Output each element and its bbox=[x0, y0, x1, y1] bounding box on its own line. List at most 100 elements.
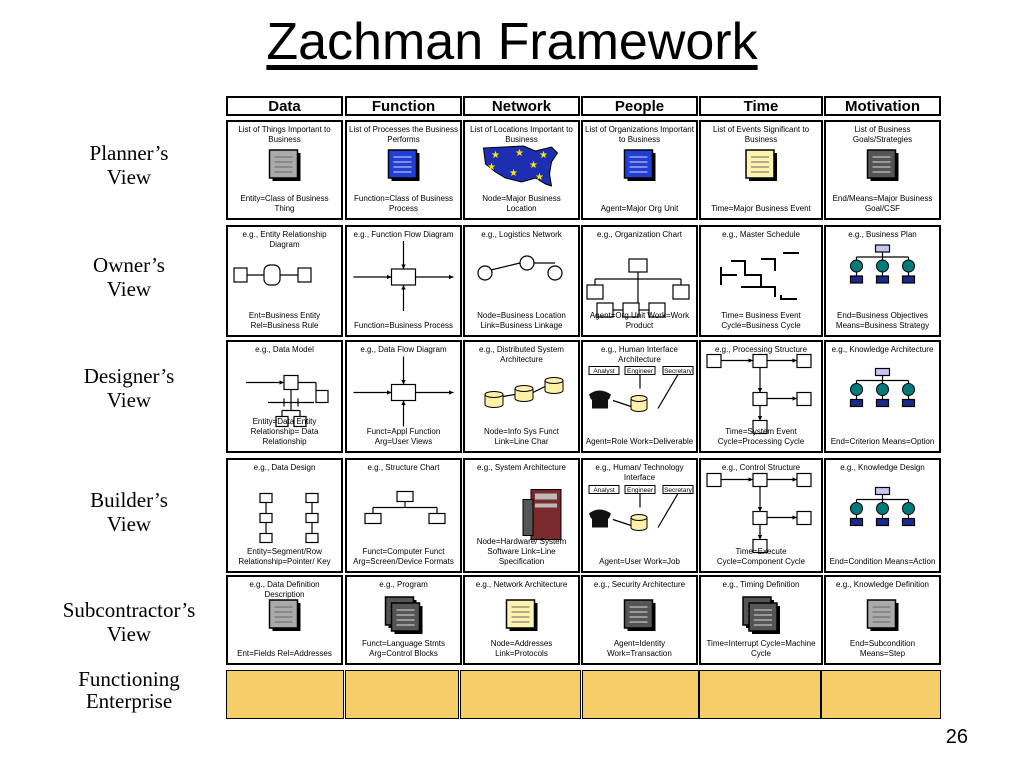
tree-means-node bbox=[875, 275, 890, 284]
database-top bbox=[630, 395, 648, 402]
cell-definition: Agent=Role Work=Deliverable bbox=[585, 437, 694, 446]
cell-definition: Funct=Computer Funct Arg=Screen/Device F… bbox=[353, 547, 454, 566]
arrow-head bbox=[757, 387, 763, 393]
star-icon: ★ bbox=[491, 150, 500, 161]
box-node bbox=[259, 532, 273, 544]
cell-definition: Time=Execute Cycle=Component Cycle bbox=[716, 547, 806, 566]
data-model-diagram bbox=[246, 374, 329, 428]
box-node bbox=[259, 512, 273, 524]
box-node bbox=[706, 353, 722, 369]
column-header-time: Time bbox=[699, 96, 823, 116]
cell-definition: End=Business Objectives Means=Business S… bbox=[835, 311, 930, 330]
cell-description: e.g., System Architecture bbox=[477, 463, 566, 472]
box-node bbox=[752, 510, 768, 526]
page-number: 26 bbox=[945, 726, 968, 748]
blue-document-icon bbox=[623, 149, 656, 181]
entity-rounded-box bbox=[263, 264, 281, 286]
cell-0-network: ★★★★★★★List of Locations Important to Bu… bbox=[463, 120, 580, 220]
database-icon bbox=[514, 388, 534, 402]
enterprise-cell-function bbox=[345, 670, 459, 719]
database-top bbox=[630, 514, 648, 521]
column-header-data: Data bbox=[226, 96, 343, 116]
enterprise-cell-motivation bbox=[821, 670, 941, 719]
cell-description: e.g., Business Plan bbox=[848, 230, 917, 239]
column-header-people: People bbox=[581, 96, 698, 116]
knowledge-tree-diagram bbox=[849, 486, 916, 527]
cell-definition: Time=Major Business Event bbox=[711, 204, 811, 213]
stacked-dark-document-icon bbox=[384, 596, 423, 634]
box-node bbox=[305, 532, 319, 544]
process-box bbox=[390, 268, 417, 286]
cell-description: e.g., Structure Chart bbox=[367, 463, 440, 472]
cell-description: e.g., Data Design bbox=[253, 463, 316, 472]
arrow-head bbox=[448, 390, 454, 395]
cell-description: List of Locations Important to Business bbox=[470, 125, 573, 144]
box-node bbox=[396, 490, 414, 503]
processing-structure-diagram bbox=[706, 353, 812, 435]
cell-description: e.g., Network Architecture bbox=[475, 580, 568, 589]
cell-0-people: List of Organizations Important to Busin… bbox=[581, 120, 698, 220]
tree-means-node bbox=[901, 517, 916, 527]
box-node bbox=[315, 389, 329, 404]
slide-title: Zachman Framework bbox=[266, 13, 758, 71]
gray-document-icon bbox=[866, 599, 899, 631]
arrow-head bbox=[401, 285, 406, 290]
entity-relationship-diagram bbox=[233, 264, 312, 286]
cell-definition: Node=Info Sys Funct Link=Line Char bbox=[484, 427, 559, 446]
row-label-line: Designer’s bbox=[83, 364, 175, 388]
tree-goal-node bbox=[850, 502, 863, 515]
row-label-line: View bbox=[106, 512, 152, 536]
arrow-head bbox=[401, 264, 406, 269]
cell-definition: Entity=Class of Business Thing bbox=[240, 194, 329, 213]
cell-definition: End/Means=Major Business Goal/CSF bbox=[832, 194, 933, 213]
cell-definition: Funct=Appl Function Arg=User Views bbox=[366, 427, 441, 446]
enterprise-cell-network bbox=[460, 670, 581, 719]
cell-definition: End=Criterion Means=Option bbox=[830, 437, 935, 446]
box-node bbox=[259, 492, 273, 504]
dark-document-icon bbox=[390, 602, 421, 632]
gray-document-icon bbox=[866, 599, 897, 629]
cell-description: e.g., Timing Definition bbox=[722, 580, 800, 589]
cell-description: List of Processes the Business Performs bbox=[349, 125, 458, 144]
tree-root-node bbox=[874, 367, 891, 377]
connector-line bbox=[612, 518, 632, 527]
cell-description: e.g., Data Model bbox=[255, 345, 314, 354]
star-icon: ★ bbox=[535, 172, 544, 183]
tree-means-node bbox=[875, 517, 890, 527]
cell-definition: Funct=Language Stmts Arg=Control Blocks bbox=[362, 639, 445, 658]
database-top bbox=[484, 391, 504, 398]
cell-description: e.g., Processing Structure bbox=[714, 345, 808, 354]
tree-goal-node bbox=[850, 383, 863, 396]
arrow-head bbox=[448, 274, 454, 280]
blue-document-icon bbox=[387, 149, 420, 181]
arrow-head bbox=[386, 390, 392, 395]
gray-document-icon bbox=[268, 599, 301, 631]
blue-document-icon bbox=[623, 149, 654, 179]
usa-map-icon: ★★★★★★★ bbox=[482, 145, 559, 187]
master-schedule-diagram bbox=[720, 252, 799, 300]
row-label-line: Planner’s bbox=[89, 141, 169, 165]
cell-description: List of Things Important to Business bbox=[238, 125, 331, 144]
telephone-icon bbox=[589, 390, 611, 400]
dark-document-icon bbox=[623, 599, 654, 629]
role-label-engineer: Engineer bbox=[627, 487, 654, 494]
star-icon: ★ bbox=[529, 160, 538, 171]
tree-root-node bbox=[874, 486, 891, 496]
cell-definition: Node=Hardware/ System Software Link=Line… bbox=[476, 537, 567, 566]
usa-shape bbox=[482, 145, 559, 187]
star-icon: ★ bbox=[515, 148, 524, 159]
box-node bbox=[706, 472, 722, 488]
box-node bbox=[752, 419, 768, 435]
role-box-analyst bbox=[588, 485, 620, 494]
schedule-bars bbox=[720, 252, 799, 300]
gray-document-icon bbox=[268, 149, 301, 181]
